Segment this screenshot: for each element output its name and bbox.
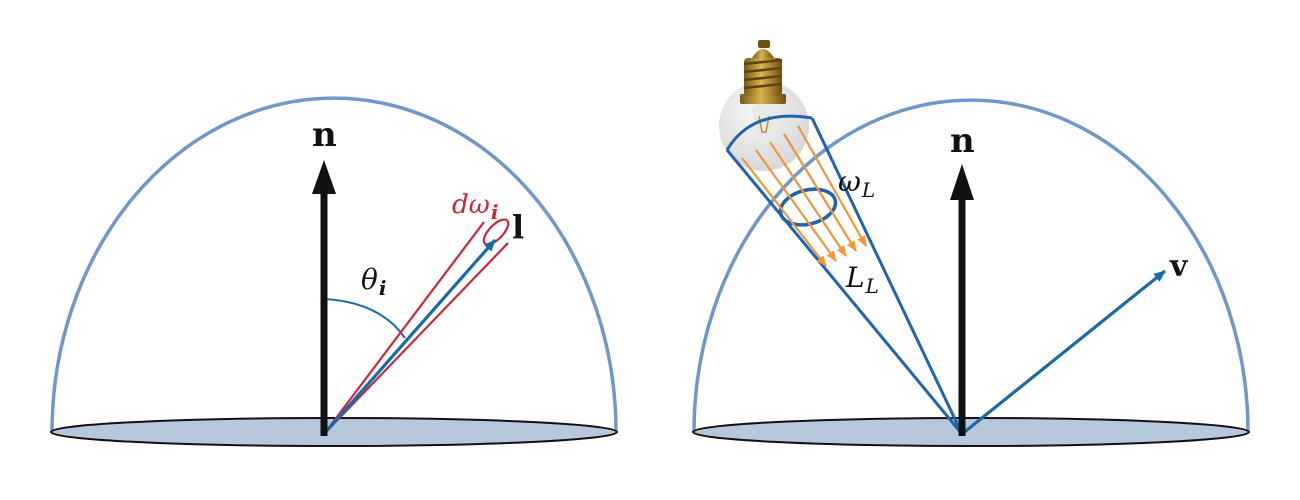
left-solid-angle-cone — [323, 218, 510, 435]
left-light-vector — [322, 238, 497, 436]
right-light-cone — [725, 114, 964, 435]
solid-angle-subscript: L — [861, 178, 875, 202]
left-surface-disk — [50, 417, 618, 447]
right-surface-disk — [692, 417, 1250, 447]
angle-subscript: i — [379, 276, 387, 300]
right-solid-angle-label: ωL — [838, 165, 875, 202]
right-normal-vector — [950, 164, 974, 436]
right-panel: n v ωL LL — [692, 40, 1250, 447]
solid-angle-symbol: ω — [838, 165, 861, 198]
left-solid-angle-label: dωi — [452, 190, 498, 224]
right-radiance-label: LL — [845, 261, 879, 298]
left-panel: n l θi dωi — [50, 96, 618, 447]
right-hemisphere-outline — [692, 98, 1250, 433]
solid-angle-symbol: dω — [452, 190, 490, 220]
left-angle-label: θi — [361, 263, 386, 300]
left-hemisphere-outline — [50, 96, 618, 433]
right-normal-label: n — [950, 121, 975, 161]
angle-symbol: θ — [361, 263, 378, 296]
right-view-vector — [960, 269, 1167, 436]
left-light-label: l — [512, 208, 524, 246]
radiance-subscript: L — [865, 274, 879, 298]
left-angle-arc — [323, 298, 406, 339]
left-normal-label: n — [312, 115, 337, 155]
right-view-label: v — [1169, 249, 1189, 284]
left-normal-vector — [312, 160, 336, 436]
radiance-symbol: L — [845, 261, 865, 294]
right-radiance-rays — [741, 125, 867, 267]
solid-angle-subscript: i — [491, 200, 499, 224]
